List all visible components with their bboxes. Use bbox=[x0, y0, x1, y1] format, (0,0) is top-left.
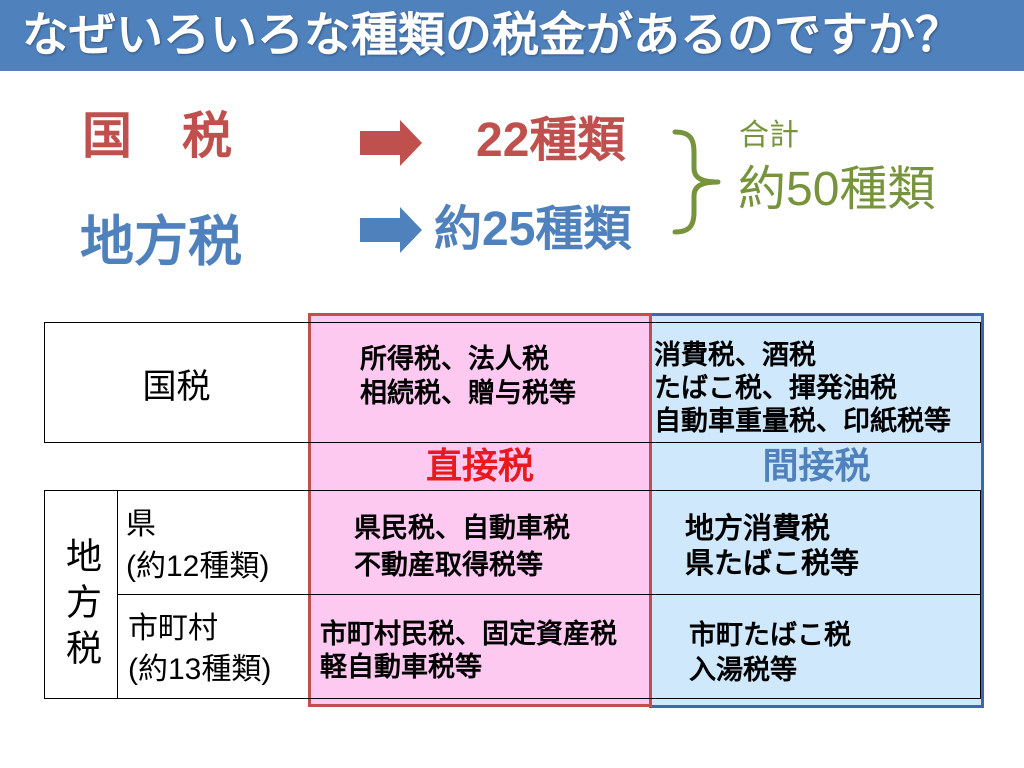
prefecture-direct-taxes: 県民税、自動車税 不動産取得税等 bbox=[354, 510, 570, 584]
local-group-label: 地方税 bbox=[61, 536, 102, 675]
tax-list-line: 県民税、自動車税 bbox=[354, 513, 570, 543]
row-count: (約13種類) bbox=[128, 653, 272, 686]
tax-list-line: 地方消費税 bbox=[685, 513, 831, 545]
tax-list-line: 県たばこ税等 bbox=[685, 548, 860, 580]
indirect-tax-label: 間接税 bbox=[762, 445, 871, 486]
municipality-row-label: 市町村 (約13種類) bbox=[128, 608, 271, 690]
direct-tax-column bbox=[308, 313, 652, 707]
total-count: 約50種類 bbox=[738, 163, 936, 216]
title-bar: なぜいろいろな種類の税金があるのですか？ bbox=[0, 0, 1024, 71]
local-tax-heading: 地方税 bbox=[80, 212, 242, 272]
row-name: 県 bbox=[126, 508, 156, 541]
tax-list-line: 相続税、贈与税等 bbox=[360, 378, 576, 408]
curly-brace-icon bbox=[672, 129, 721, 235]
tax-list-line: 軽自動車税等 bbox=[320, 652, 482, 682]
national-direct-taxes: 所得税、法人税 相続税、贈与税等 bbox=[360, 342, 576, 410]
tax-list-line: 市町村民税、固定資産税 bbox=[320, 619, 617, 649]
row-name: 市町村 bbox=[128, 612, 218, 645]
tax-list-line: 消費税、酒税 bbox=[654, 340, 816, 370]
local-tax-count: 約25種類 bbox=[434, 203, 632, 256]
total-label: 合計 bbox=[739, 119, 799, 152]
tax-list-line: たばこ税、揮発油税 bbox=[654, 373, 897, 403]
local-group-label-cell: 地方税 bbox=[45, 491, 117, 698]
tax-list-line: 不動産取得税等 bbox=[354, 550, 543, 580]
tax-list-line: 所得税、法人税 bbox=[360, 344, 549, 374]
national-tax-heading: 国 税 bbox=[82, 108, 232, 164]
right-arrow-icon bbox=[360, 207, 422, 253]
prefecture-row-label: 県 (約12種類) bbox=[126, 504, 269, 588]
tax-list-line: 市町たばこ税 bbox=[689, 620, 851, 650]
prefecture-indirect-taxes: 地方消費税 県たばこ税等 bbox=[685, 512, 859, 582]
right-arrow-icon bbox=[360, 120, 422, 166]
national-indirect-taxes: 消費税、酒税 たばこ税、揮発油税 自動車重量税、印紙税等 bbox=[654, 339, 951, 438]
national-tax-row bbox=[44, 322, 981, 443]
national-tax-count: 22種類 bbox=[476, 114, 626, 167]
table-divider bbox=[117, 594, 981, 595]
municipality-direct-taxes: 市町村民税、固定資産税 軽自動車税等 bbox=[320, 618, 617, 684]
municipality-indirect-taxes: 市町たばこ税 入湯税等 bbox=[689, 618, 851, 688]
tax-list-line: 自動車重量税、印紙税等 bbox=[654, 406, 951, 436]
tax-list-line: 入湯税等 bbox=[689, 655, 797, 685]
national-row-label: 国税 bbox=[142, 368, 211, 406]
direct-tax-label: 直接税 bbox=[425, 445, 534, 486]
slide-title: なぜいろいろな種類の税金があるのですか？ bbox=[22, 8, 962, 61]
row-count: (約12種類) bbox=[126, 550, 270, 583]
indirect-tax-column bbox=[649, 313, 984, 708]
